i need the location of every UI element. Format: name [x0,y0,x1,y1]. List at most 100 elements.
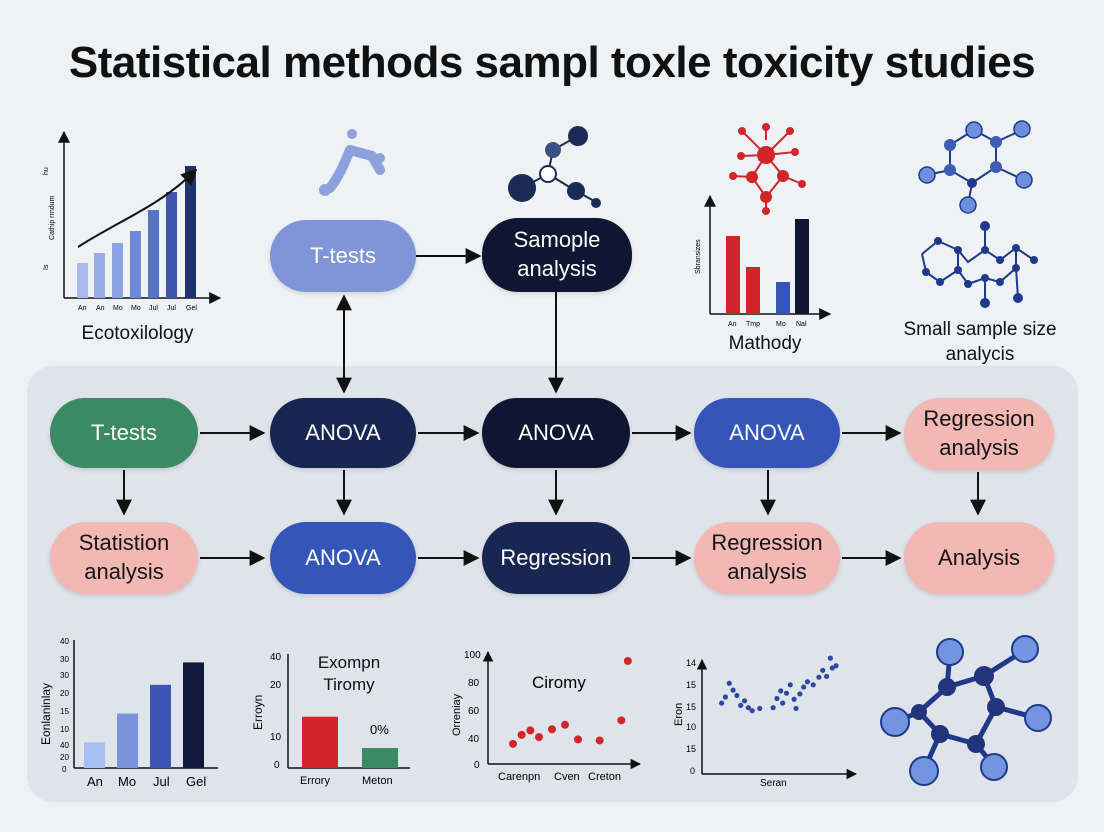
chart2-ytick: 40 [270,652,282,663]
chart3-xtick: Cven [554,771,580,783]
chart4-point [778,688,784,694]
mathody-xtick: Tmp [746,321,760,328]
t-tests-node-top[interactable]: T-tests [270,220,416,292]
chart4-point [783,690,790,696]
chart4-point [738,702,744,708]
mathody-xtick: Nal [796,321,807,328]
chart4-point [741,698,748,704]
flow-row2-regression[interactable]: Regression [482,522,630,594]
chart4-point [810,682,816,688]
page-title: Statistical methods sampl toxle toxicity… [68,38,1036,87]
chart4-xlabel: Seran [760,778,787,789]
chart4-point [745,705,751,711]
ecotox-xtick: Mo [131,305,141,312]
flow-row1-anova-3[interactable]: ANOVA [694,398,840,468]
mathody-caption: Mathody [728,333,802,354]
flow-row2-analysis[interactable]: Analysis [904,522,1054,594]
chart4-point [801,684,807,690]
ecotox-xtick: Mo [113,305,123,312]
chart4-point [757,705,763,712]
chart4-ylabel: Eron [673,703,685,726]
chart1-bar [84,742,105,768]
chart3-point [548,725,556,734]
chart3-ytick: 100 [464,650,481,661]
chart1-bar [117,713,138,768]
chart4-ytick: 14 [686,658,696,668]
chart3-ytick: 60 [468,706,480,717]
flow-row2-anova[interactable]: ANOVA [270,522,416,594]
chart4-point [833,663,839,669]
chart4-ytick: 15 [686,744,696,754]
chart4-point [823,673,830,680]
chart3-point [617,716,626,725]
chart4-point [791,696,797,702]
chart4-ytick: 15 [686,702,696,712]
mathody-bar-3 [776,282,790,314]
flow-row2-statistion-analysis[interactable]: Statistion analysis [50,522,198,594]
chart2-ytick: 10 [270,732,282,743]
ecotox-bar-7 [185,166,196,298]
chart2-title: Exompn Tiromy [317,653,381,695]
chart4-point [827,655,833,661]
ecotox-tick-bottom: Is [43,264,50,270]
chart1-bar [183,662,204,768]
sample-analysis-node[interactable]: Samople analysis [482,218,632,292]
chart1-xtick: Mo [118,774,136,789]
chart2-annotation: 0% [370,722,389,737]
mathody-bar-1 [726,236,740,314]
flow-row1-regression-analysis[interactable]: Regression analysis [904,398,1054,470]
ecotox-ylabel: Cathip rrndum [49,195,56,240]
chart1-ytick: 0 [62,765,67,774]
chart4-point [749,708,755,714]
chart3-xtick: Creton [588,771,621,783]
chart2-bar [302,716,338,768]
chart4-point [780,700,786,706]
ecotox-bar-2 [94,253,105,298]
chart2-xtick: Errory [300,775,330,787]
ecotox-bar-6 [166,192,177,298]
chart4-point [730,687,736,693]
mathody-xtick: Mo [776,321,786,328]
chart4-point [793,705,799,712]
chart1-ytick: 10 [60,725,69,734]
chart3-xtick: Carenpn [498,771,540,783]
flow-row2-regression-analysis[interactable]: Regression analysis [694,522,840,594]
chart1-ytick: 15 [60,707,69,716]
flow-row1-anova-2[interactable]: ANOVA [482,398,630,468]
chart1-ytick: 20 [60,753,69,762]
ecotox-caption: Ecotoxilology [81,323,194,344]
ecotox-xtick: An [78,305,87,312]
chart1-ytick: 20 [60,689,69,698]
chart3-point [561,720,569,729]
chart4-point [734,692,740,699]
chart2-xtick: Meton [362,775,393,787]
flow-row1-t-tests[interactable]: T-tests [50,398,198,468]
chart1-xtick: Jul [153,774,170,789]
chart3-title: Ciromy [532,673,586,692]
chart4-point [770,705,776,711]
flow-row1-anova-1[interactable]: ANOVA [270,398,416,468]
chart3-ytick: 0 [474,760,480,771]
chart4-point [820,667,826,673]
chart3-ylabel: Orreniay [451,693,463,736]
chart3-point [623,656,632,665]
ecotox-bar-4 [130,231,141,298]
chart4-point [797,691,803,697]
chart4-ytick: 10 [686,722,696,732]
chart3-ytick: 40 [468,734,480,745]
chart4-point [829,665,835,671]
ecotox-tick-top: hu [43,167,50,175]
ecotox-xtick: Jul [149,305,158,312]
chart1-ylabel: Eonlaninlay [39,683,53,745]
chart4-point [722,694,729,700]
chart3-point [535,733,543,742]
chart1-ytick: 40 [60,741,69,750]
chart1-bar [150,684,171,768]
